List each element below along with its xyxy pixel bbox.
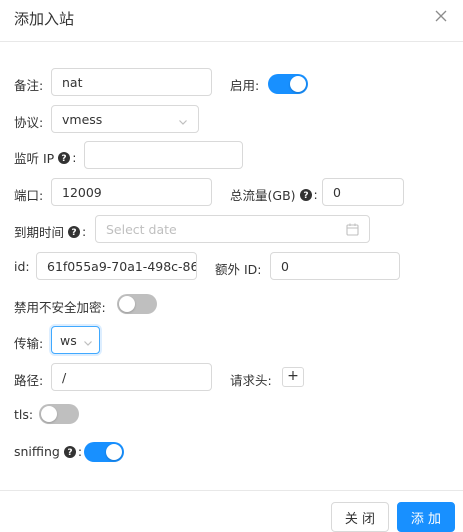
total-traffic-input[interactable]: 0 [322,178,404,206]
listen-ip-label-wrap: 监听 IP ? : [14,148,76,167]
svg-text:?: ? [62,154,67,164]
port-input[interactable]: 12009 [51,178,212,206]
modal-title: 添加入站 [14,10,75,28]
tls-switch[interactable] [39,404,79,424]
add-header-button[interactable]: + [282,367,304,387]
network-label: 传输: [14,336,44,351]
svg-text:?: ? [67,448,72,458]
close-button[interactable]: 关 闭 [331,502,389,532]
expire-placeholder: Select date [106,221,177,237]
protocol-select[interactable]: vmess [51,105,199,133]
total-traffic-colon: : [313,187,318,202]
row-remark: 备注: nat 启用: [0,68,463,100]
listen-ip-label: 监听 IP [14,151,55,166]
row-protocol: 协议: vmess [0,105,463,137]
calendar-icon [346,223,359,236]
question-circle-icon[interactable]: ? [63,445,76,458]
expire-colon: : [82,224,87,239]
switch-knob [119,296,135,312]
question-circle-icon[interactable]: ? [58,151,71,164]
expire-label: 到期时间 [14,225,65,240]
question-circle-icon[interactable]: ? [299,188,312,201]
row-network: 传输: ws [0,326,463,358]
row-id: id: 61f055a9-70a1-498c-86 额外 ID: 0 [0,252,463,284]
expire-date-picker[interactable]: Select date [95,215,370,243]
sniffing-colon: : [77,444,83,459]
total-traffic-label-wrap: 总流量(GB) ? : [230,185,318,204]
row-tls: tls: [0,400,463,432]
remark-label: 备注: [14,78,44,93]
enable-label: 启用: [230,78,260,93]
row-expire: 到期时间 ? : Select date [0,215,463,247]
close-icon[interactable] [433,8,449,24]
path-input[interactable]: / [51,363,212,391]
listen-ip-colon: : [72,150,77,165]
tls-label: tls: [14,407,34,422]
sniffing-switch[interactable] [84,442,124,462]
sniffing-label: sniffing [14,444,60,459]
question-circle-icon[interactable]: ? [68,225,81,238]
switch-knob [41,406,57,422]
chevron-down-icon [178,115,188,125]
sniffing-label-wrap: sniffing ? : [14,444,82,459]
enable-switch[interactable] [268,74,308,94]
svg-text:?: ? [303,191,308,201]
listen-ip-input[interactable] [84,141,243,169]
remark-input[interactable]: nat [51,68,212,96]
disable-insecure-label: 禁用不安全加密: [14,300,106,315]
protocol-label: 协议: [14,115,44,130]
row-disable-insecure: 禁用不安全加密: [0,290,463,322]
switch-knob [290,76,306,92]
disable-insecure-switch[interactable] [117,294,157,314]
modal-footer: 关 闭 添 加 [0,490,463,532]
total-traffic-label: 总流量(GB) [230,188,296,203]
path-label: 路径: [14,373,44,388]
chevron-down-icon [83,336,93,346]
add-button[interactable]: 添 加 [397,502,455,532]
protocol-value: vmess [62,111,103,127]
request-header-label: 请求头: [230,373,272,388]
row-sniffing: sniffing ? : [0,437,463,469]
row-path: 路径: / 请求头: + [0,363,463,395]
id-label: id: [14,259,30,274]
modal-header: 添加入站 [0,0,463,42]
svg-text:?: ? [71,228,76,238]
row-listen-ip: 监听 IP ? : [0,141,463,173]
network-value: ws [60,332,77,348]
switch-knob [106,444,122,460]
alter-id-input[interactable]: 0 [270,252,400,280]
id-input[interactable]: 61f055a9-70a1-498c-86 [36,252,197,280]
expire-label-wrap: 到期时间 ? : [14,222,86,241]
row-port: 端口: 12009 总流量(GB) ? : 0 [0,178,463,210]
alter-id-label: 额外 ID: [215,262,262,277]
port-label: 端口: [14,188,44,203]
network-select[interactable]: ws [51,326,100,354]
